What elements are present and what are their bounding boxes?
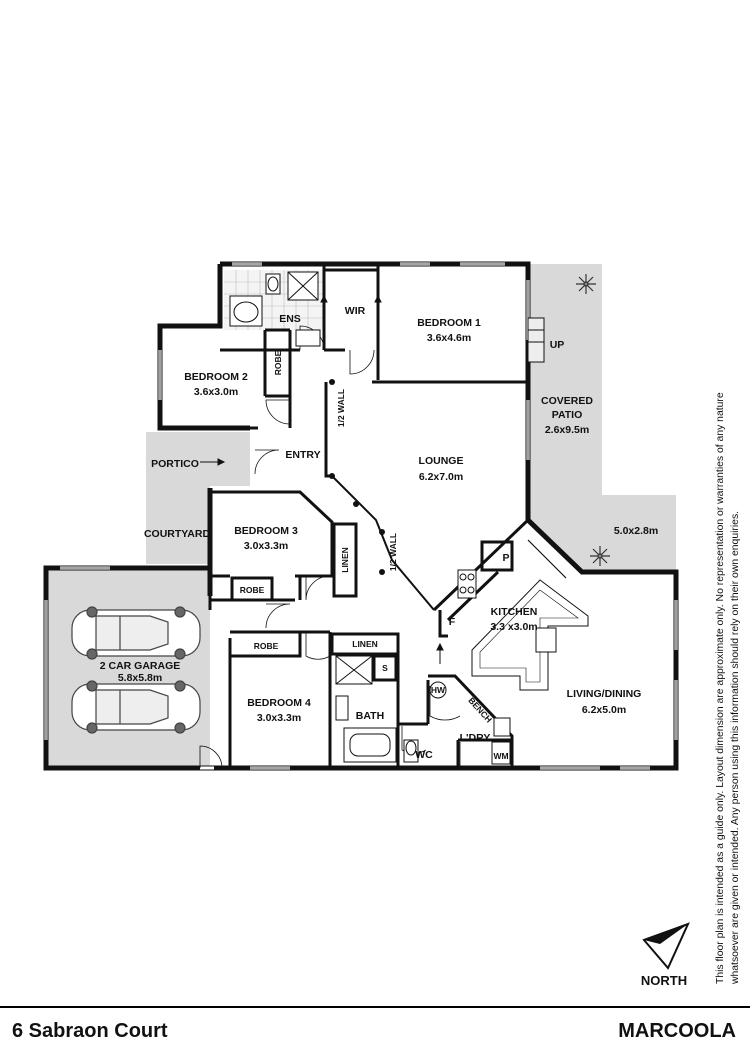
property-suburb: MARCOOLA — [618, 1020, 736, 1042]
car-bottom — [71, 680, 201, 734]
north-arrow-icon — [642, 922, 690, 970]
label-patio: PATIO — [552, 409, 583, 421]
label-entry: ENTRY — [285, 449, 320, 461]
label-robe-bed3: ROBE — [240, 585, 265, 595]
courtyard-area — [146, 486, 210, 564]
size-bedroom1: 3.6x4.6m — [427, 332, 471, 344]
label-robe-bed2: ROBE — [273, 350, 283, 375]
garage-cars — [71, 606, 201, 734]
label-garage: 2 CAR GARAGE — [100, 660, 181, 672]
portico-area — [146, 432, 250, 486]
cooktop — [457, 569, 477, 599]
label-half-wall-2: 1/2 WALL — [388, 533, 398, 571]
size-kitchen: 3.3 x3.0m — [490, 621, 537, 633]
size-covered-patio: 2.6x9.5m — [545, 424, 589, 436]
washing-machine — [491, 741, 511, 765]
door-markers — [200, 294, 540, 664]
patio-plants — [576, 274, 610, 566]
label-kitchen: KITCHEN — [491, 606, 538, 618]
fixtures — [229, 271, 589, 765]
size-patio-extension: 5.0x2.8m — [614, 525, 658, 537]
label-portico: PORTICO — [151, 458, 199, 470]
label-pantry: P — [502, 552, 509, 564]
size-living-dining: 6.2x5.0m — [582, 704, 626, 716]
label-bedroom4: BEDROOM 4 — [247, 697, 311, 709]
car-top — [71, 606, 201, 660]
size-bedroom2: 3.6x3.0m — [194, 386, 238, 398]
hot-water-unit — [429, 681, 447, 699]
size-bedroom4: 3.0x3.3m — [257, 712, 301, 724]
label-robe-bed4: ROBE — [254, 641, 279, 651]
size-lounge: 6.2x7.0m — [419, 471, 463, 483]
half-wall-nodes — [329, 379, 385, 575]
disclaimer-line-2: whatsoever are given or intended. Any pe… — [730, 511, 741, 985]
door-swings — [199, 325, 567, 769]
label-wc: WC — [415, 749, 433, 761]
label-lounge: LOUNGE — [419, 455, 464, 467]
label-up: UP — [550, 339, 565, 351]
label-covered: COVERED — [541, 395, 593, 407]
footer-rule — [0, 1006, 750, 1008]
label-laundry: L'DRY — [460, 732, 491, 744]
label-fridge: F — [449, 616, 456, 628]
size-garage: 5.8x5.8m — [118, 672, 162, 684]
label-linen-bath: LINEN — [352, 639, 378, 649]
disclaimer: This floor plan is intended as a guide o… — [715, 392, 741, 985]
kitchen-sink — [535, 627, 557, 653]
label-shower: S — [382, 663, 388, 673]
disclaimer-line-1: This floor plan is intended as a guide o… — [715, 392, 726, 984]
label-bedroom3: BEDROOM 3 — [234, 525, 298, 537]
label-courtyard: COURTYARD — [144, 528, 211, 540]
label-wir: WIR — [345, 305, 366, 317]
north-compass: NORTH — [641, 922, 690, 988]
label-living-dining: LIVING/DINING — [567, 688, 642, 700]
label-bath: BATH — [356, 710, 384, 722]
internal-walls — [200, 264, 530, 770]
kitchen-island — [471, 579, 589, 691]
label-hot-water: HW — [431, 685, 446, 695]
patio-steps — [527, 317, 545, 363]
label-bench: BENCH — [466, 695, 494, 724]
garage-area — [46, 568, 210, 768]
laundry-tub — [493, 717, 511, 737]
label-washing-machine: WM — [493, 751, 508, 761]
room-labels: ENS WIR BEDROOM 1 3.6x4.6m BEDROOM 2 3.6… — [100, 305, 658, 761]
north-label: NORTH — [641, 973, 687, 988]
property-address: 6 Sabraon Court — [12, 1020, 168, 1042]
label-half-wall-1: 1/2 WALL — [336, 389, 346, 427]
ensuite-vanity — [295, 329, 321, 347]
bath-vanity — [335, 695, 349, 721]
label-linen-bed3: LINEN — [340, 547, 350, 573]
outdoor-areas — [46, 264, 676, 768]
covered-patio-area — [528, 264, 676, 572]
label-bedroom2: BEDROOM 2 — [184, 371, 248, 383]
label-ens: ENS — [279, 313, 301, 325]
size-bedroom3: 3.0x3.3m — [244, 540, 288, 552]
label-bedroom1: BEDROOM 1 — [417, 317, 481, 329]
